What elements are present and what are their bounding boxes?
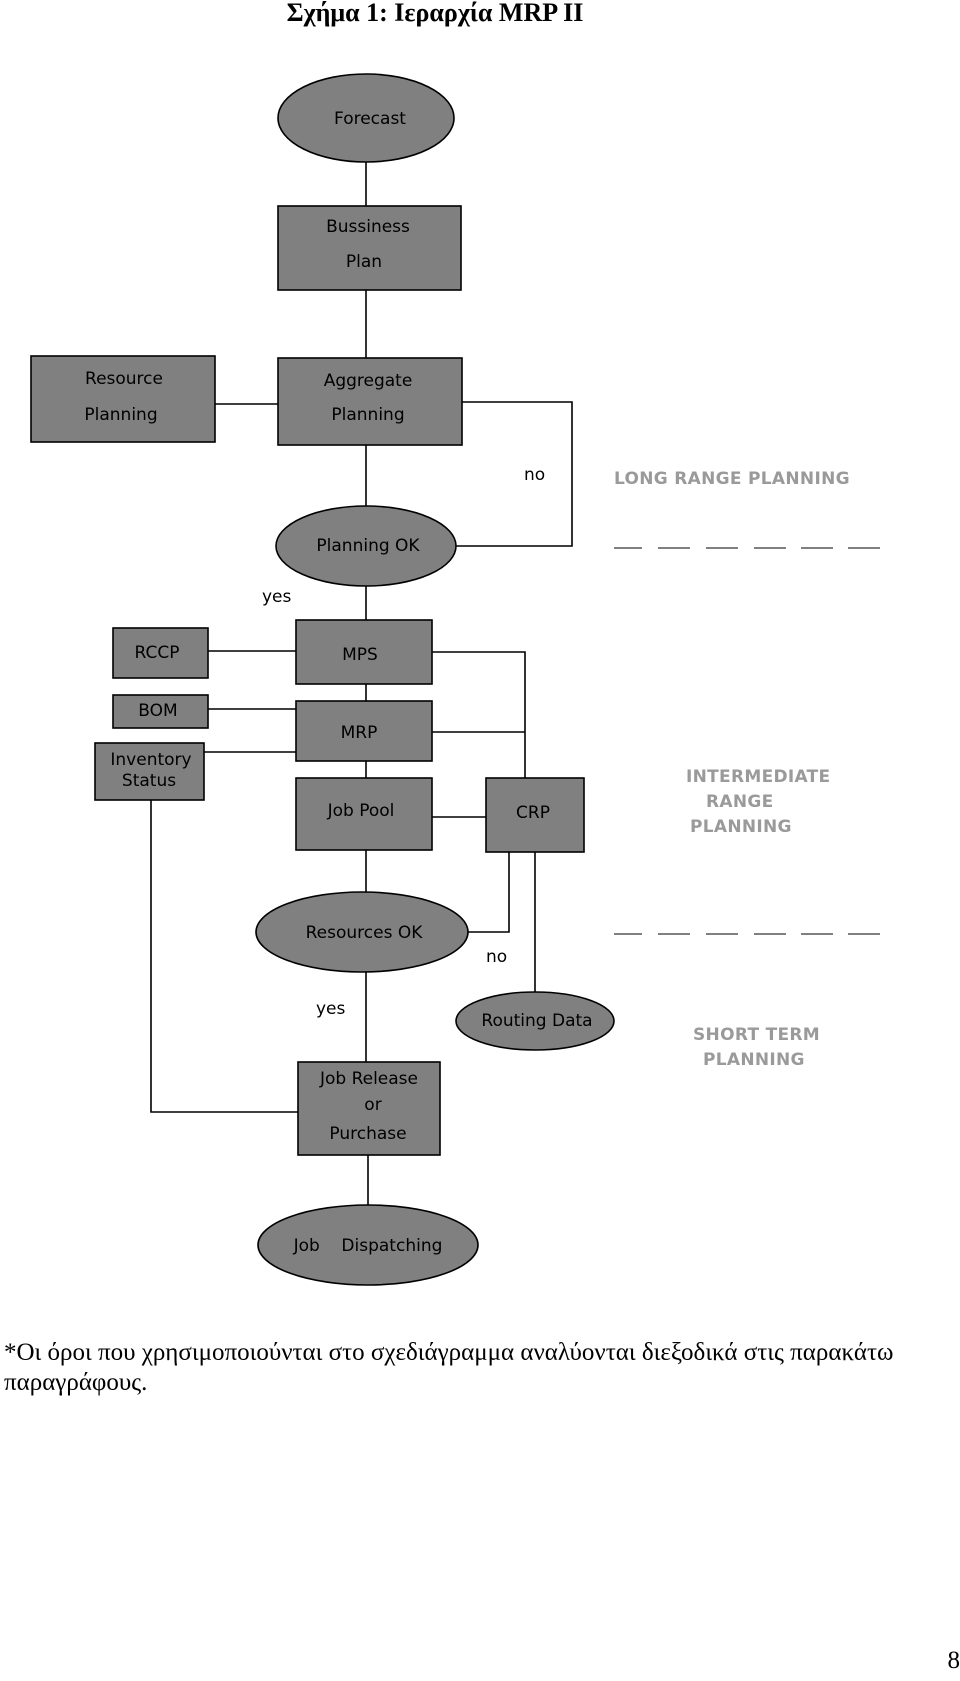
node-resource-planning-line2: Planning [84, 405, 157, 425]
node-job-release: Job Release or Purchase [297, 1061, 441, 1156]
footnote: *Οι όροι που χρησιμοποιούνται στο σχεδιά… [4, 1339, 894, 1396]
node-forecast: Forecast [277, 73, 455, 163]
node-inventory-status-line2: Status [122, 771, 176, 791]
zone-intermediate-line3: PLANNING [690, 817, 792, 837]
node-mps-label: MPS [342, 645, 378, 665]
label-no-top: no [524, 465, 545, 485]
connector-mps-crp [432, 651, 526, 778]
node-bom-label: BOM [138, 701, 177, 721]
node-mps: MPS [295, 619, 433, 685]
node-inventory-status: Inventory Status [94, 742, 205, 801]
label-yes-bottom: yes [316, 999, 346, 1019]
node-resources-ok-label: Resources OK [306, 923, 424, 943]
node-job-dispatching: Job Dispatching [257, 1204, 479, 1286]
node-aggregate-planning: Aggregate Planning [277, 357, 463, 446]
label-no-bottom: no [486, 947, 507, 967]
node-business-plan: Bussiness Plan [277, 205, 462, 291]
node-rccp: RCCP [112, 627, 209, 679]
node-business-plan-line1: Bussiness [326, 217, 410, 237]
node-job-release-line3: Purchase [329, 1124, 406, 1144]
node-job-release-line2: or [364, 1095, 381, 1115]
node-rccp-label: RCCP [135, 643, 180, 663]
zone-short-term-line1: SHORT TERM [693, 1025, 820, 1045]
node-mrp: MRP [295, 700, 433, 762]
zone-long-range-label: LONG RANGE PLANNING [614, 469, 850, 489]
node-aggregate-planning-line2: Planning [331, 405, 404, 425]
page-title: Σχήμα 1: Ιεραρχία MRP II [286, 0, 584, 27]
node-aggregate-planning-line1: Aggregate [324, 371, 413, 391]
zone-intermediate-line2: RANGE [706, 792, 774, 812]
zone-intermediate-line1: INTERMEDIATE [686, 767, 830, 787]
node-forecast-label: Forecast [334, 109, 406, 129]
node-routing-data-label: Routing Data [481, 1011, 592, 1031]
page-number: 8 [947, 1647, 960, 1674]
node-resource-planning-line1: Resource [85, 369, 163, 389]
label-yes-top: yes [262, 587, 292, 607]
node-bom: BOM [112, 694, 209, 729]
node-resources-ok: Resources OK [255, 891, 469, 973]
zone-short-term-line2: PLANNING [703, 1050, 805, 1070]
node-job-pool: Job Pool [295, 777, 433, 851]
node-crp-label: CRP [516, 803, 550, 823]
node-job-dispatching-label: Job Dispatching [293, 1236, 443, 1256]
node-crp: CRP [485, 777, 585, 853]
node-mrp-label: MRP [341, 723, 378, 743]
mrp-hierarchy-diagram: Forecast Bussiness Plan Resource Plannin… [30, 73, 880, 1286]
node-planning-ok: Planning OK [275, 505, 457, 587]
connector-inventory-jobrelease [150, 800, 298, 1113]
node-planning-ok-label: Planning OK [316, 536, 420, 556]
connector-aggregate-no-loop [450, 401, 573, 547]
node-inventory-status-line1: Inventory [110, 750, 191, 770]
connectors [150, 162, 573, 1208]
connector-crp-resourcesok-no [468, 852, 510, 933]
node-business-plan-line2: Plan [346, 252, 382, 272]
node-resource-planning: Resource Planning [30, 355, 216, 443]
node-job-release-line1: Job Release [319, 1069, 418, 1089]
node-job-pool-label: Job Pool [327, 801, 395, 821]
node-routing-data: Routing Data [455, 991, 615, 1051]
